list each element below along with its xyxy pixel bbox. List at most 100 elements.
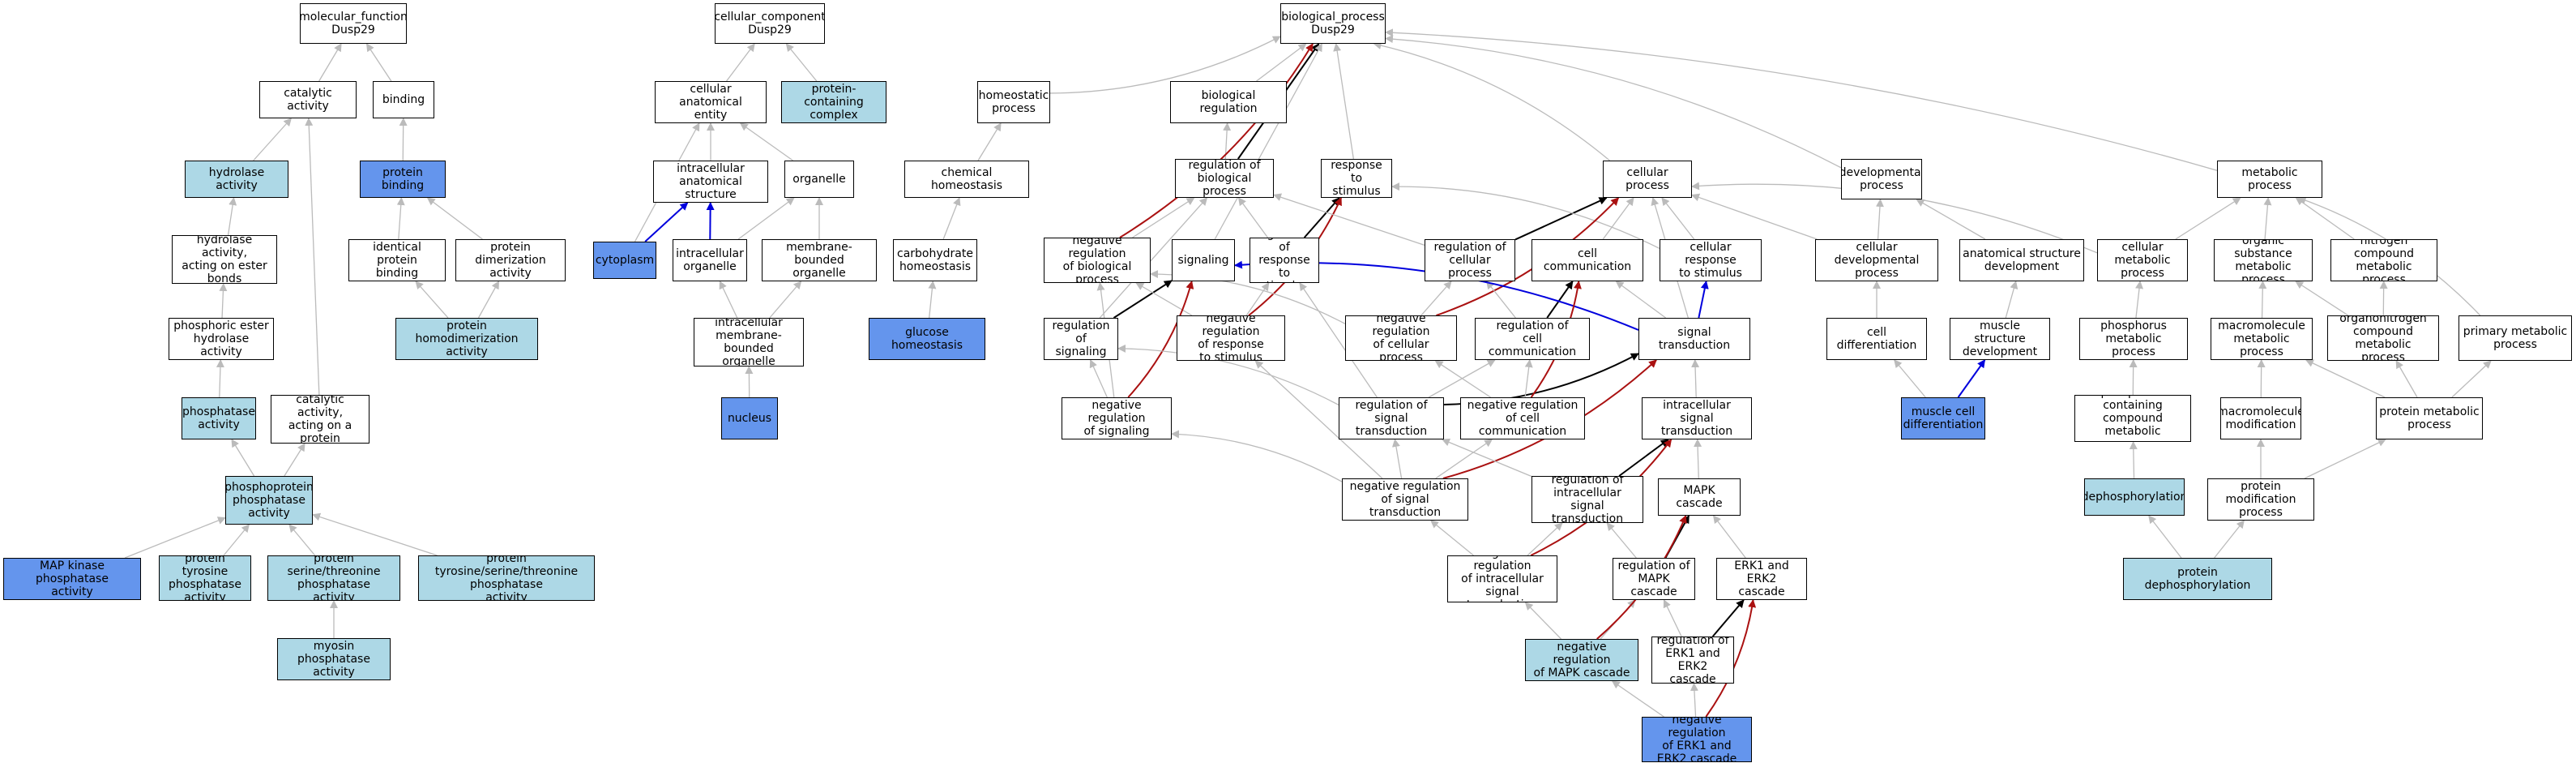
node-cell-resp-stimulus: cellular response to stimulus <box>1660 239 1762 281</box>
node-phosphorus-metab: phosphorus metabolic process <box>2079 318 2188 360</box>
node-hydrolase: hydrolase activity <box>185 161 288 198</box>
node-reg-resp-stimulus: regulation of response to stimulus <box>1250 238 1319 283</box>
edge-is-a <box>1434 360 1491 398</box>
edge-is-a <box>1254 360 1383 479</box>
edge-is-a <box>1373 41 1610 161</box>
edge-is-a <box>928 281 937 319</box>
edge-is-a <box>1171 430 1343 482</box>
node-homeostatic: homeostatic process <box>977 81 1050 123</box>
node-tyr-ser-thr-phosphatase: protein tyrosine/serine/threonine phosph… <box>418 555 595 601</box>
edge-is-a <box>1615 281 1667 319</box>
edge-is-a <box>977 122 1002 161</box>
node-catalytic-protein: catalytic activity, acting on a protein <box>271 395 370 444</box>
node-reg-signal-trans: regulation of signal transduction <box>1339 397 1444 439</box>
node-identical-binding: identical protein binding <box>348 239 446 281</box>
edge-is-a <box>1486 281 1516 319</box>
edge-is-a <box>2395 360 2418 398</box>
node-carb-homeostasis: carbohydrate homeostasis <box>893 239 977 281</box>
edge-is-a <box>1712 515 1746 559</box>
edge-is-a <box>288 524 316 556</box>
node-protein-complex: protein-containing complex <box>781 81 886 123</box>
node-reg-signaling: regulation of signaling <box>1044 318 1118 360</box>
edge-regulates <box>1546 281 1574 319</box>
node-homodimerization: protein homodimerization activity <box>395 318 538 360</box>
edge-is-a <box>2148 515 2182 559</box>
edge-is-a <box>227 197 237 236</box>
edge-part-of <box>1698 281 1709 319</box>
edge-is-a <box>1430 520 1474 556</box>
edge-is-a <box>726 43 755 82</box>
node-protein-metab: protein metabolic process <box>2376 397 2483 439</box>
node-protein-binding: protein binding <box>360 161 446 198</box>
node-bio-reg: biological regulation <box>1170 81 1287 123</box>
edge-is-a <box>399 118 408 161</box>
node-cytoplasm: cytoplasm <box>593 242 656 279</box>
node-primary-metab: primary metabolic process <box>2459 315 2572 361</box>
edge-is-a <box>231 439 255 477</box>
edge-is-a <box>1391 439 1403 479</box>
node-protein-mod: protein modification process <box>2207 478 2314 521</box>
edge-is-a <box>2304 439 2386 479</box>
node-cc-root: cellular_component Dusp29 <box>715 3 825 44</box>
edge-is-a <box>124 517 226 559</box>
edge-is-a <box>2305 359 2386 398</box>
node-neg-reg-cell-proc: negative regulation of cellular process <box>1345 315 1457 361</box>
edge-is-a <box>1385 28 2218 171</box>
edge-regulates <box>1303 197 1340 238</box>
edge-is-a <box>426 197 483 240</box>
node-intracell-signal: intracellular signal transduction <box>1642 397 1752 439</box>
edge-is-a <box>1690 683 1698 718</box>
node-reg-bio-proc: regulation of biological process <box>1175 159 1274 198</box>
node-reg-erk: regulation of ERK1 and ERK2 cascade <box>1651 637 1734 684</box>
node-cell-diff: cell differentiation <box>1826 318 1927 360</box>
edge-is-a <box>2263 197 2272 240</box>
edge-is-a <box>2295 197 2355 240</box>
node-neg-reg-resp-stimulus: negative regulation of response to stimu… <box>1177 315 1285 361</box>
node-neg-reg-cell-comm: negative regulation of cell communicatio… <box>1460 397 1585 439</box>
edge-is-a <box>942 197 961 240</box>
node-neg-reg-signaling: negative regulation of signaling <box>1062 397 1172 439</box>
edge-layer <box>124 28 2492 718</box>
node-membrane-organelle: membrane-bounded organelle <box>762 239 877 281</box>
node-bp-root: biological_process Dusp29 <box>1280 3 1386 44</box>
node-macromol-mod: macromolecule modification <box>2220 397 2301 439</box>
edge-part-of <box>1957 359 1986 398</box>
node-cell-comm: cell communication <box>1532 239 1643 281</box>
edge-is-a <box>1875 199 1884 240</box>
edge-is-a <box>312 512 438 556</box>
edge-is-a <box>1602 197 1634 240</box>
edge-is-a <box>415 281 449 319</box>
edge-is-a <box>1524 359 1533 398</box>
node-dephosphorylation: dephosphorylation <box>2084 478 2185 516</box>
node-cell-dev-proc: cellular developmental process <box>1815 239 1938 281</box>
node-muscle-struct-dev: muscle structure development <box>1950 318 2050 360</box>
edge-is-a <box>1524 602 1561 640</box>
node-neg-reg-erk: negative regulation of ERK1 and ERK2 cas… <box>1642 717 1752 762</box>
node-phosphoprotein-phosphatase: phosphoprotein phosphatase activity <box>225 476 313 525</box>
edge-is-a <box>365 43 392 82</box>
edge-is-a <box>1299 282 1378 398</box>
edge-is-a <box>737 197 795 240</box>
node-neg-reg-intracell-signal: negative regulation of intracellular sig… <box>1447 555 1557 602</box>
node-binding: binding <box>373 81 434 118</box>
edge-is-a <box>223 524 250 556</box>
edge-is-a <box>1132 197 1195 238</box>
node-ser-thr-phosphatase: protein serine/threonine phosphatase act… <box>267 555 400 601</box>
node-signaling: signaling <box>1172 239 1235 281</box>
edge-is-a <box>284 443 305 477</box>
edge-part-of <box>644 202 689 242</box>
edge-negatively-regulates <box>1127 281 1194 398</box>
node-cellular-process: cellular process <box>1603 161 1692 198</box>
node-intracell-anat: intracellular anatomical structure <box>653 161 768 203</box>
edge-is-a <box>2258 281 2267 319</box>
node-reg-mapk: regulation of MAPK cascade <box>1613 558 1695 600</box>
edge-is-a <box>1916 199 1986 240</box>
node-signal-transduction: signal transduction <box>1638 318 1750 360</box>
edge-is-a <box>1606 522 1637 559</box>
edge-is-a <box>2175 197 2241 240</box>
edge-is-a <box>253 118 293 161</box>
node-catalytic: catalytic activity <box>259 81 357 118</box>
node-reg-cell-comm: regulation of cell communication <box>1475 318 1590 360</box>
edge-is-a <box>1049 36 1281 94</box>
